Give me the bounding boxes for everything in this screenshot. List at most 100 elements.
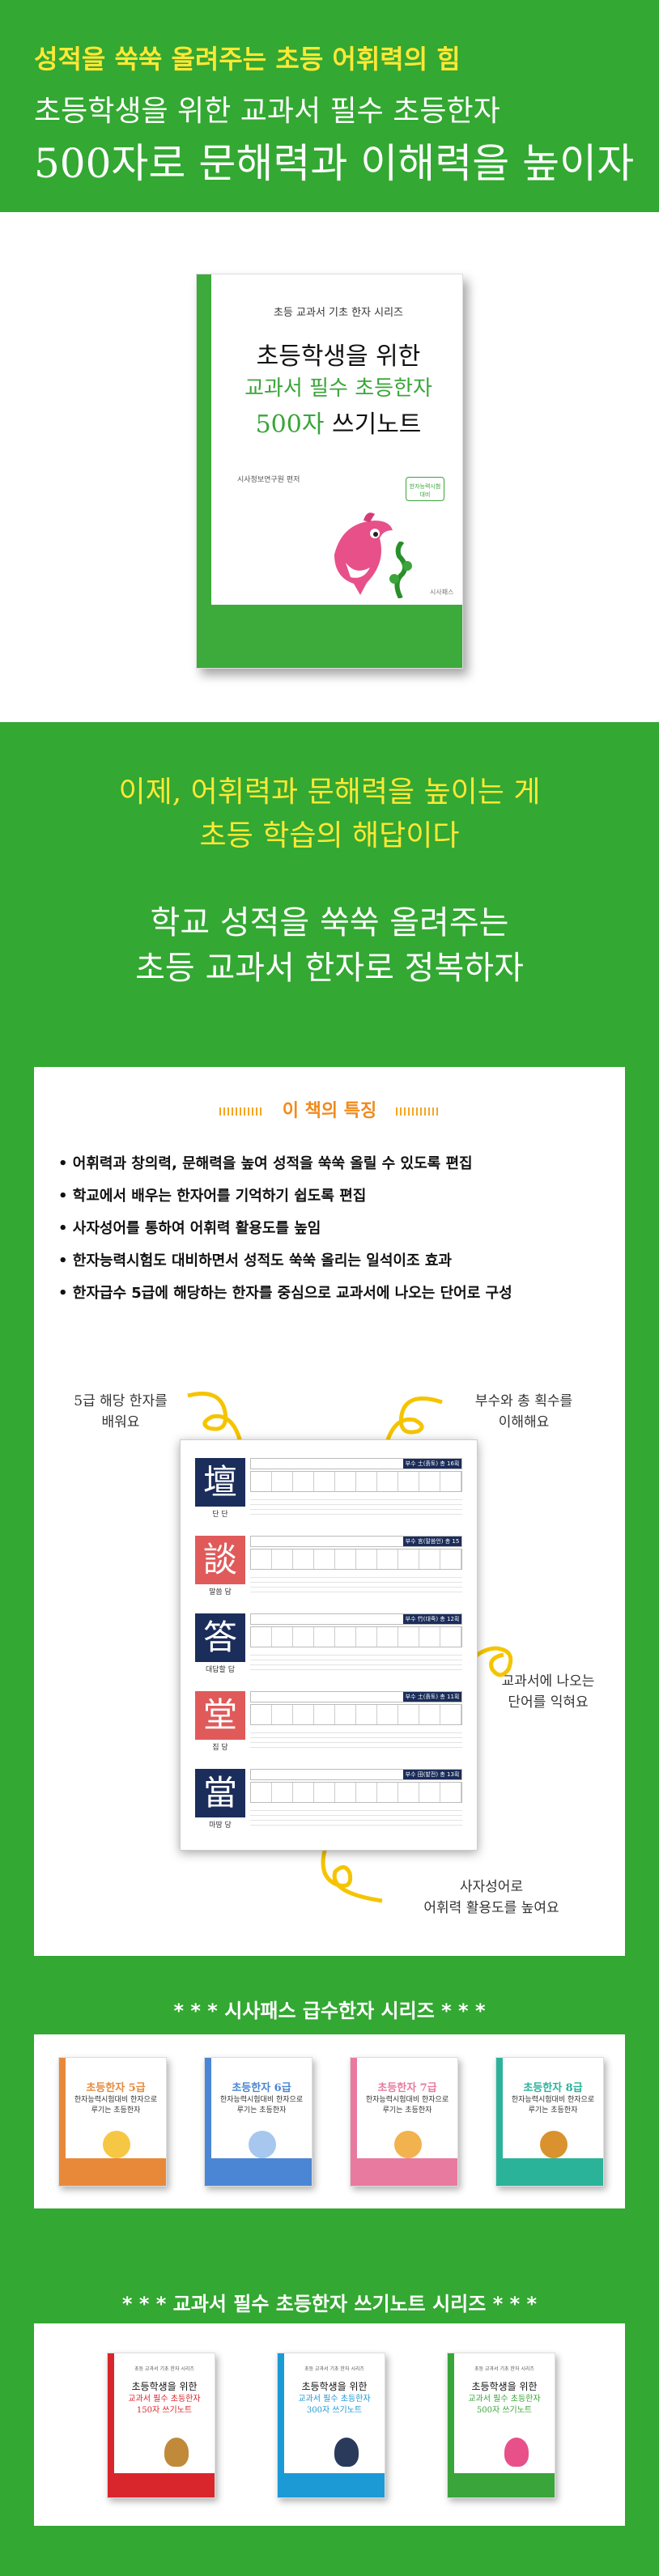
feature-item: 어휘력과 창의력, 문해력을 높여 성적을 쑥쑥 올릴 수 있도록 편집 (58, 1148, 609, 1180)
book-title-1: 초등학생을 위한 (301, 2381, 368, 2392)
writing-grid (250, 1782, 462, 1803)
book-green-bottom (197, 605, 462, 668)
mascot-icon (394, 2131, 422, 2158)
hanja-char: 當 (195, 1769, 245, 1817)
book-title-1: 초등학생을 위한 (131, 2381, 198, 2392)
white-line-1: 학교 성적을 쑥쑥 올려주는 (150, 904, 509, 942)
hanja-reading: 집 당 (212, 1744, 228, 1752)
mascot-icon (103, 2131, 130, 2158)
hanja-block: 談 말씀 담 (195, 1536, 245, 1599)
series-a-book: 초등한자 8급 한자능력시험대비 한자으로 루기는 초등한자 (495, 2057, 604, 2187)
book-title-1: 초등학생을 위한 (471, 2381, 538, 2392)
book-title-2: 교과서 필수 초등한자 (244, 376, 432, 401)
book-title-3-rest: 쓰기노트 (324, 410, 422, 439)
dolphin-mascot-icon (334, 512, 393, 595)
writing-grid (250, 1704, 462, 1725)
yellow-headline: 이제, 어휘력과 문해력을 높이는 게 초등 학습의 해답이다 (0, 771, 659, 858)
series-a-book: 초등한자 7급 한자능력시험대비 한자으로 루기는 초등한자 (350, 2057, 458, 2187)
writing-grid (250, 1626, 462, 1647)
book-sub: 한자능력시험대비 한자으로 루기는 초등한자 (365, 2096, 449, 2115)
book-title-2: 교과서 필수 초등한자 500자 쓰기노트 (459, 2394, 550, 2417)
callout-line: 단어를 익혀요 (508, 1694, 589, 1711)
hanja-char: 談 (195, 1536, 245, 1584)
headline-line-3: 500자로 문해력과 이해력을 높이자 (34, 140, 635, 187)
book-sub: 한자능력시험대비 한자으로 루기는 초등한자 (511, 2096, 595, 2115)
callout-top-left: 5급 해당 한자를 배워요 (44, 1391, 198, 1433)
series-a-book: 초등한자 5급 한자능력시험대비 한자으로 루기는 초등한자 (58, 2057, 167, 2187)
stroke-row: 부수 言(말씀언) 총 15획 (250, 1536, 462, 1554)
radical-tag: 부수 言(말씀언) 총 15획 (403, 1537, 461, 1554)
penguin-mascot-icon (334, 2438, 359, 2467)
owl-mascot-icon (164, 2438, 189, 2467)
hanja-block: 當 마땅 당 (195, 1769, 245, 1832)
radical-tag: 부수 土(흙토) 총 16획 (403, 1459, 461, 1469)
book-title-2-text: 교과서 필수 초등한자 (468, 2395, 541, 2404)
features-list: 어휘력과 창의력, 문해력을 높여 성적을 쑥쑥 올릴 수 있도록 편집 학교에… (58, 1148, 609, 1310)
callout-line: 부수와 총 획수를 (474, 1393, 573, 1409)
swirl-right-icon (456, 1646, 513, 1683)
hanja-block: 答 대답할 답 (195, 1613, 245, 1677)
book-series: 초등 교과서 기초 한자 시리즈 (304, 2366, 364, 2372)
headline-line-2: 초등학생을 위한 교과서 필수 초등한자 (34, 95, 500, 128)
callout-line: 교과서에 나오는 (501, 1673, 595, 1690)
book-title-3-number: 500자 (255, 410, 325, 439)
title-bar-right (396, 1107, 440, 1116)
series-b-panel: 초등 교과서 기초 한자 시리즈 초등학생을 위한 교과서 필수 초등한자 150… (34, 2323, 625, 2526)
callout-line: 이해해요 (498, 1414, 550, 1430)
book-bottom (59, 2158, 166, 2186)
book-author: 시사정보연구원 편저 (237, 476, 300, 484)
callout-line: 5급 해당 한자를 (74, 1393, 168, 1409)
book-title-3-text: 500자 쓰기노트 (476, 2406, 533, 2415)
callout-top-right: 부수와 총 획수를 이해해요 (439, 1391, 609, 1433)
book-title-2: 교과서 필수 초등한자 150자 쓰기노트 (119, 2394, 210, 2417)
hanja-char: 壇 (195, 1458, 245, 1507)
book-strip (205, 2058, 211, 2186)
hanja-block: 堂 집 당 (195, 1691, 245, 1754)
callout-line: 배워요 (101, 1414, 140, 1430)
book-spine (197, 274, 211, 668)
swirl-top-left-icon (187, 1392, 245, 1455)
feature-item: 학교에서 배우는 한자어를 기억하기 쉽도록 편집 (58, 1180, 609, 1213)
feature-item: 사자성어를 통하여 어휘력 활용도를 높임 (58, 1213, 609, 1245)
hanja-reading: 단 단 (212, 1511, 228, 1519)
hanja-char: 堂 (195, 1691, 245, 1740)
white-headline: 학교 성적을 쑥쑥 올려주는 초등 교과서 한자로 정복하자 (0, 900, 659, 991)
book-series: 초등 교과서 기초 한자 시리즈 (273, 307, 404, 319)
book-title-1: 초등학생을 위한 (256, 342, 421, 371)
series-a-book: 초등한자 6급 한자능력시험대비 한자으로 루기는 초등한자 (204, 2057, 312, 2187)
book-strip (496, 2058, 503, 2186)
book-series: 초등 교과서 기초 한자 시리즈 (134, 2366, 194, 2372)
book-sub: 한자능력시험대비 한자으로 루기는 초등한자 (74, 2096, 158, 2115)
swirl-bottom-icon (321, 1847, 383, 1903)
book-bottom (496, 2158, 603, 2186)
book-bottom (205, 2158, 312, 2186)
example-text (250, 1806, 462, 1827)
example-text (250, 1728, 462, 1749)
book-strip (351, 2058, 357, 2186)
radical-tag: 부수 竹(대죽) 총 12획 (403, 1614, 461, 1624)
example-text (250, 1651, 462, 1672)
hanja-block: 壇 단 단 (195, 1458, 245, 1521)
sample-worksheet: 壇 단 단 부수 土(흙토) 총 16획 談 말씀 담 부수 言(말씀언) 총 … (180, 1439, 478, 1851)
book-publisher: 시사패스 (430, 589, 454, 596)
book-sub: 한자능력시험대비 한자으로 루기는 초등한자 (219, 2096, 304, 2115)
tagline: 성적을 쑥쑥 올려주는 초등 어휘력의 힘 (34, 44, 461, 74)
radical-tag: 부수 田(밭전) 총 13획 (403, 1770, 461, 1779)
book-bottom (278, 2473, 385, 2497)
features-title-text: 이 책의 특징 (282, 1101, 377, 1121)
book-name: 초등한자 7급 (377, 2082, 437, 2094)
features-title: 이 책의 특징 (34, 1096, 625, 1122)
book-title-2-text: 교과서 필수 초등한자 (128, 2395, 201, 2404)
book-strip (448, 2353, 454, 2497)
swirl-top-right-icon (381, 1396, 443, 1458)
series-b-title: * * * 교과서 필수 초등한자 쓰기노트 시리즈 * * * (121, 2293, 538, 2315)
book-name: 초등한자 8급 (523, 2082, 583, 2094)
writing-grid (250, 1471, 462, 1492)
book-title-3-text: 150자 쓰기노트 (136, 2406, 193, 2415)
stroke-row: 부수 田(밭전) 총 13획 (250, 1769, 462, 1780)
book-bottom (351, 2158, 457, 2186)
stroke-row: 부수 土(흙토) 총 16획 (250, 1458, 462, 1469)
